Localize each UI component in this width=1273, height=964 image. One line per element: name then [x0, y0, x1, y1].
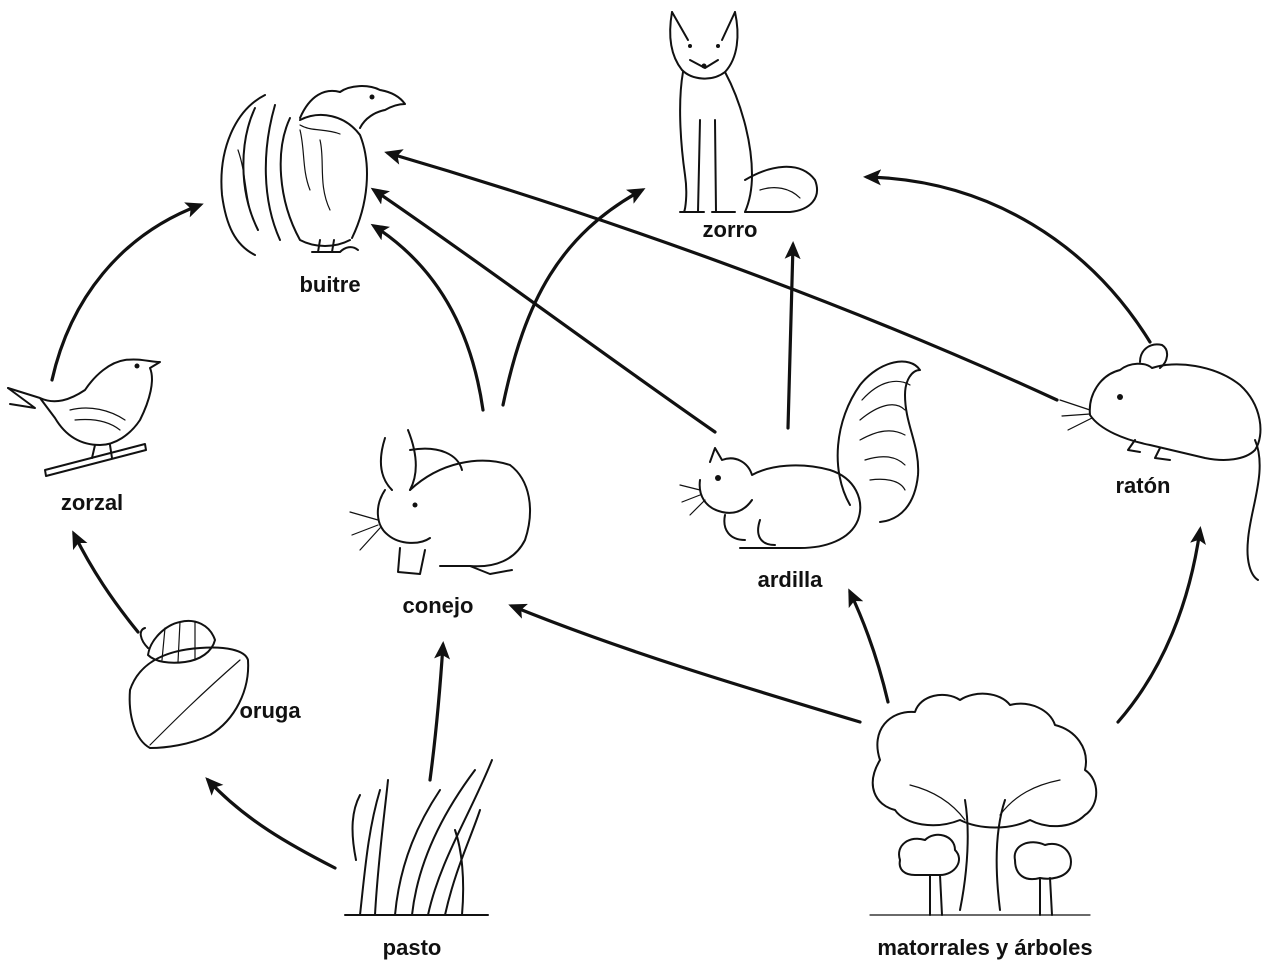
- arrow-oruga-to-zorzal: [74, 534, 138, 632]
- arrow-pasto-to-conejo: [430, 645, 443, 780]
- label-oruga: oruga: [239, 698, 301, 723]
- arrow-matorrales-to-ardilla: [850, 592, 888, 702]
- caterpillar-illustration: [130, 621, 249, 748]
- label-zorro: zorro: [703, 217, 758, 242]
- label-raton: ratón: [1116, 473, 1171, 498]
- label-zorzal: zorzal: [61, 490, 123, 515]
- label-matorrales: matorrales y árboles: [877, 935, 1092, 960]
- label-buitre: buitre: [299, 272, 360, 297]
- arrow-matorrales-to-conejo: [512, 606, 860, 722]
- label-ardilla: ardilla: [758, 567, 824, 592]
- label-pasto: pasto: [383, 935, 442, 960]
- trees-illustration: [870, 694, 1096, 915]
- organism-labels: buitre zorro zorzal conejo ardilla ratón…: [61, 217, 1171, 960]
- grass-illustration: [345, 760, 492, 915]
- rabbit-illustration: [350, 430, 530, 574]
- fox-illustration: [670, 12, 817, 212]
- arrow-matorrales-to-raton: [1118, 530, 1200, 722]
- arrow-ardilla-to-zorro: [788, 245, 793, 428]
- arrows: [52, 153, 1200, 868]
- arrow-ardilla-to-buitre: [374, 190, 715, 432]
- label-conejo: conejo: [403, 593, 474, 618]
- arrow-pasto-to-oruga: [208, 780, 335, 868]
- arrow-raton-to-zorro: [867, 177, 1150, 342]
- thrush-illustration: [8, 359, 160, 476]
- squirrel-illustration: [680, 362, 920, 548]
- arrow-zorzal-to-buitre: [52, 205, 200, 380]
- mouse-illustration: [1060, 344, 1260, 580]
